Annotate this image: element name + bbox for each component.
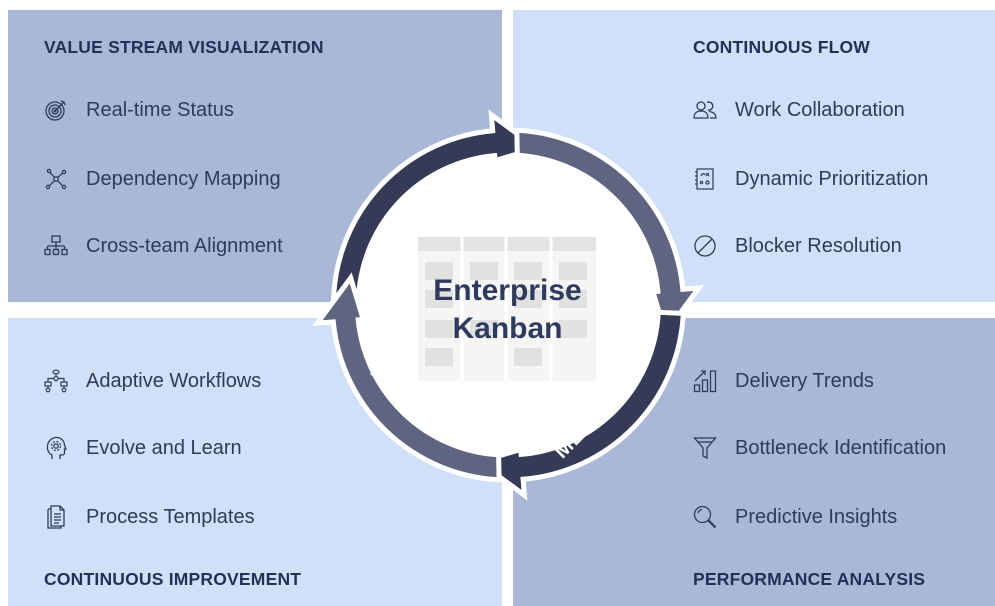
list-item-predictive-insights: Predictive Insights	[693, 502, 897, 532]
list-item-cross-team-alignment: Cross-team Alignment	[44, 231, 283, 261]
center-title-line1: Enterprise	[433, 274, 582, 307]
prohibited-icon	[693, 234, 717, 258]
brain-gear-icon	[44, 436, 68, 460]
continuous-flow-heading: CONTINUOUS FLOW	[693, 37, 871, 57]
list-item-label: Real-time Status	[86, 98, 234, 121]
list-item-label: Dynamic Prioritization	[735, 167, 929, 190]
manage-arrow	[514, 127, 704, 339]
modify-arrow	[312, 272, 502, 483]
list-item-bottleneck-identification: Bottleneck Identification	[693, 433, 946, 463]
list-item-adaptive-workflows: Adaptive Workflows	[44, 366, 261, 396]
list-item-label: Dependency Mapping	[86, 167, 281, 190]
users-icon	[693, 98, 717, 122]
monitor-arrow	[330, 109, 543, 300]
list-item-label: Work Collaboration	[735, 98, 905, 121]
center-title: Enterprise Kanban	[400, 272, 615, 348]
list-item-evolve-and-learn: Evolve and Learn	[44, 433, 242, 463]
list-item-label: Bottleneck Identification	[735, 436, 947, 459]
growth-chart-icon	[693, 369, 717, 393]
list-item-work-collaboration: Work Collaboration	[693, 95, 905, 125]
list-item-label: Process Templates	[86, 505, 255, 528]
list-item-label: Cross-team Alignment	[86, 234, 283, 257]
hierarchy-icon	[44, 234, 68, 258]
list-item-label: Predictive Insights	[735, 505, 898, 528]
magnifier-icon	[693, 505, 717, 529]
list-item-label: Delivery Trends	[735, 369, 874, 392]
list-item-label: Adaptive Workflows	[86, 369, 262, 392]
kanban-board-illustration	[398, 195, 618, 415]
value-stream-heading: VALUE STREAM VISUALIZATION	[44, 37, 324, 57]
list-item-process-templates: Process Templates	[44, 502, 255, 532]
performance-analysis-heading: PERFORMANCE ANALYSIS	[693, 569, 926, 589]
funnel-icon	[693, 436, 717, 460]
list-item-blocker-resolution: Blocker Resolution	[693, 231, 902, 261]
continuous-improvement-heading: CONTINUOUS IMPROVEMENT	[44, 569, 302, 589]
document-icon	[44, 505, 68, 529]
list-item-delivery-trends: Delivery Trends	[693, 366, 874, 396]
strategy-board-icon	[693, 167, 717, 191]
list-item-label: Blocker Resolution	[735, 234, 902, 257]
list-item-real-time-status: Real-time Status	[44, 95, 234, 125]
center-title-line2: Kanban	[452, 312, 563, 345]
list-item-dependency-mapping: Dependency Mapping	[44, 164, 281, 194]
list-item-dynamic-prioritization: Dynamic Prioritization	[693, 164, 928, 194]
list-item-label: Evolve and Learn	[86, 436, 242, 459]
network-icon	[44, 167, 68, 191]
workflow-icon	[44, 369, 68, 393]
target-icon	[44, 98, 68, 122]
